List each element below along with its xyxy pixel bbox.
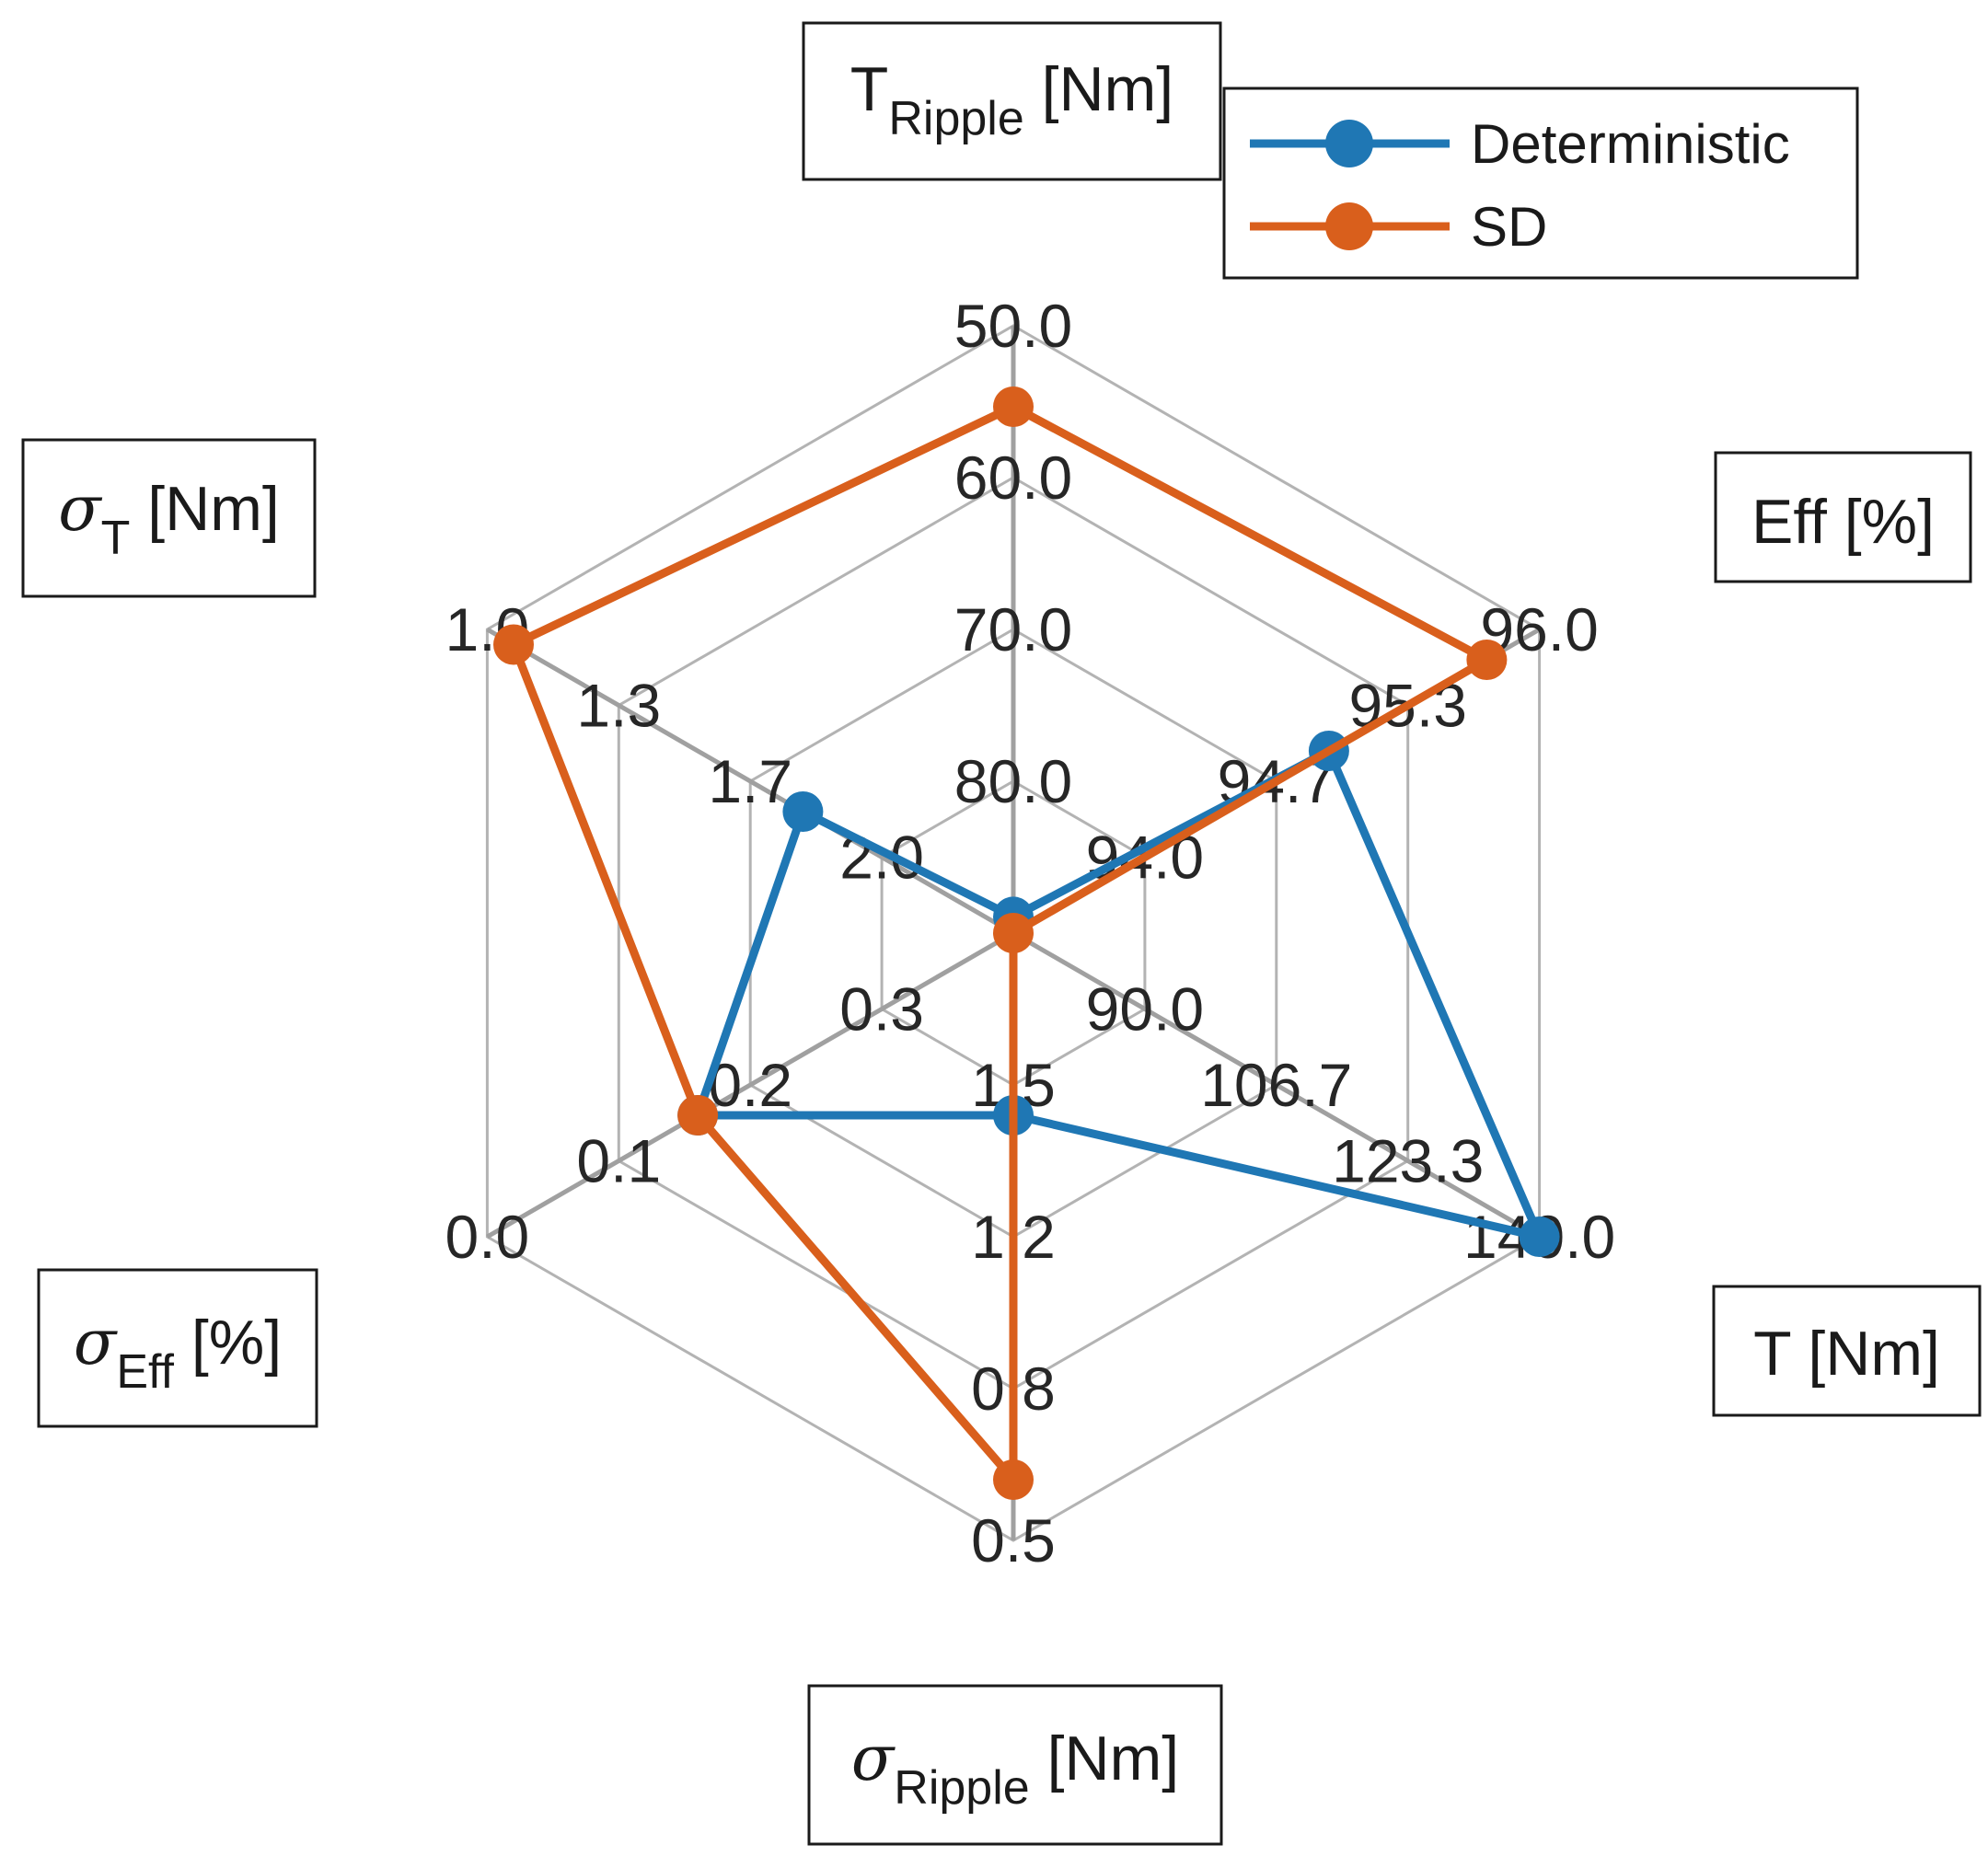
axis-label-box-eff [1714,451,1972,583]
axis-label-rest: [Nm] [1030,1724,1179,1793]
axis-label-sub: T [101,512,131,565]
axis-label-main: σ [74,1307,118,1379]
legend-label-sd: SD [1471,196,1547,258]
axis-label-main: T [Nm] [1753,1319,1940,1389]
series-point-sd [677,1095,719,1136]
axis-label-box-sigma_ripple [807,1684,1223,1846]
tick-label-t_ripple: 60.0 [954,444,1072,512]
axis-label-box-t_ripple [802,21,1222,181]
axis-label-sigma_ripple: σRipple [Nm] [807,1684,1223,1846]
axis-label-main: σ [58,473,102,546]
axis-label-main: Eff [%] [1751,487,1935,557]
tick-label-t_ripple: 80.0 [954,747,1072,815]
series-point-deterministic [1519,1217,1560,1257]
legend-label-deterministic: Deterministic [1471,113,1790,175]
axis-label-t: T [Nm] [1712,1285,1982,1417]
axis-label-sub: Ripple [888,92,1023,145]
axis-label-main: T [850,54,889,124]
axis-label-text-eff: Eff [%] [1751,487,1935,557]
axis-label-t_ripple: TRipple [Nm] [802,21,1222,181]
series-point-deterministic [782,791,824,832]
axis-label-text-sigma_ripple: σRipple [Nm] [851,1723,1179,1815]
tick-label-t: 106.7 [1200,1051,1352,1119]
axis-label-box-sigma_eff [37,1268,318,1428]
series-point-sd [1466,640,1508,680]
axis-label-rest: [Nm] [130,474,279,544]
axis-label-sigma_t: σT [Nm] [21,438,317,598]
axis-label-sigma_eff: σEff [%] [37,1268,318,1428]
axis-label-main: σ [851,1723,896,1795]
legend-box [1222,86,1859,280]
tick-label-sigma_eff: 0.0 [445,1203,530,1271]
tick-label-t_ripple: 70.0 [954,595,1072,663]
series-point-sd [993,386,1034,427]
axis-label-sub: Eff [116,1345,174,1399]
axis-label-eff: Eff [%] [1714,451,1972,583]
tick-label-t: 90.0 [1086,975,1204,1044]
tick-label-sigma_t: 1.3 [576,672,661,740]
series-layer [493,386,1560,1500]
axis-label-text-sigma_t: σT [Nm] [58,473,280,565]
series-point-sd [493,624,534,665]
tick-label-sigma_t: 1.7 [708,747,792,815]
axis-label-sub: Ripple [894,1761,1029,1815]
tick-label-sigma_eff: 0.3 [839,975,924,1044]
axis-label-text-sigma_eff: σEff [%] [74,1307,282,1399]
tick-label-t_ripple: 50.0 [954,292,1072,360]
series-point-sd [993,913,1034,953]
series-point-sd [993,1459,1034,1500]
legend-marker-sd [1325,202,1373,250]
axis-spoke-sigma_eff [486,930,1015,1240]
axis-label-text-t_ripple: TRipple [Nm] [850,54,1173,145]
axis-spoke-t [1011,930,1541,1240]
legend-marker-deterministic [1325,120,1373,167]
tick-label-sigma_eff: 0.2 [708,1051,792,1119]
tick-label-sigma_ripple: 0.5 [971,1506,1056,1574]
axis-label-rest: [Nm] [1024,54,1173,124]
axis-spoke-sigma_t [486,627,1015,936]
tick-label-t: 123.3 [1332,1127,1484,1195]
axis-label-box-t [1712,1285,1982,1417]
axis-label-rest: [%] [174,1308,282,1378]
axis-label-text-t: T [Nm] [1753,1319,1940,1389]
axis-label-box-sigma_t [21,438,317,598]
axis-labels: TRipple [Nm]Eff [%]T [Nm]σRipple [Nm]σEf… [21,21,1982,1846]
tick-label-sigma_eff: 0.1 [576,1127,661,1195]
